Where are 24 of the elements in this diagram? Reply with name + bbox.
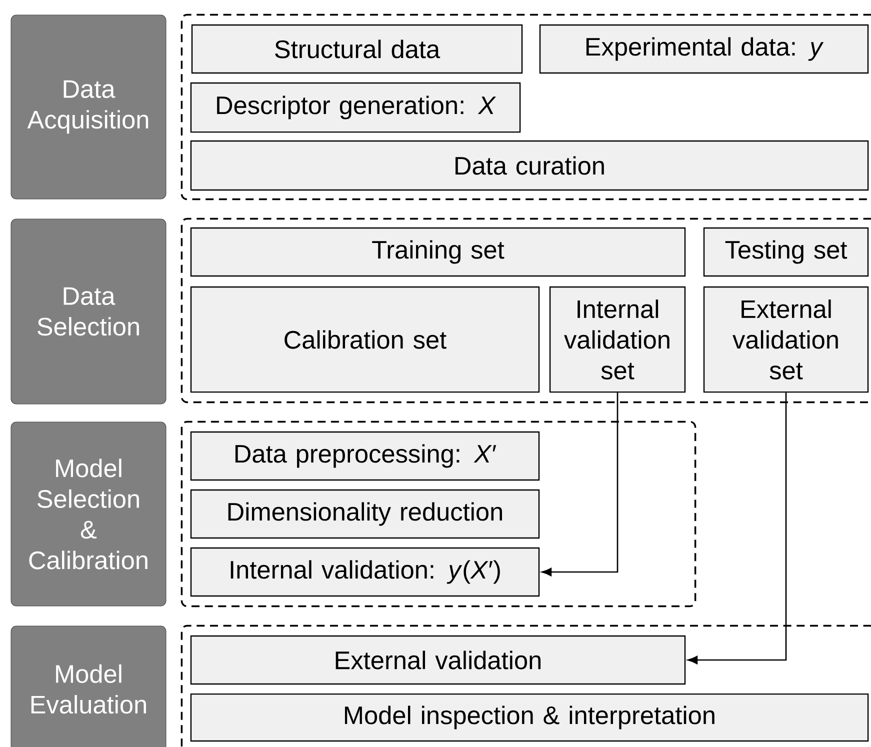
process-box: Data preprocessing: X′ — [190, 431, 540, 481]
stage-box: Data Selection — [10, 218, 166, 404]
process-box: External validation — [190, 635, 686, 685]
process-box: Descriptor generation: X — [190, 82, 521, 133]
process-box: Training set — [190, 227, 686, 277]
dashed-frame — [180, 218, 871, 404]
process-box: Model inspection & interpretation — [190, 693, 869, 742]
process-box: Data curation — [190, 140, 869, 191]
arrow — [688, 392, 787, 664]
process-box: Testing set — [703, 227, 869, 277]
dashed-frame — [180, 14, 871, 200]
dashed-frame — [180, 420, 696, 608]
process-box: Dimensionality reduction — [190, 489, 540, 539]
process-box: Experimental data: y — [539, 24, 869, 74]
process-box: External validation set — [703, 286, 869, 393]
process-box: Structural data — [191, 24, 523, 74]
arrow — [542, 392, 618, 576]
stage-box: Data Acquisition — [10, 14, 166, 200]
dashed-frame — [180, 624, 871, 747]
process-box: Internal validation set — [549, 286, 686, 393]
process-box: Internal validation: y(X′) — [190, 547, 540, 597]
stage-box: Model Evaluation — [10, 626, 166, 747]
process-box: Calibration set — [190, 286, 540, 393]
stage-box: Model Selection & Calibration — [10, 422, 166, 606]
